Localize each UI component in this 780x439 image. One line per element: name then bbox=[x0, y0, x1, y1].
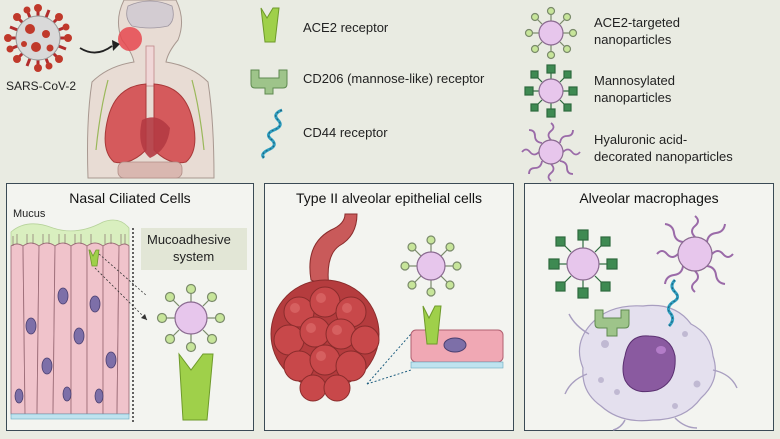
ace2-nanoparticle-icon bbox=[524, 6, 578, 60]
legend-ace2-np-label-1: ACE2-targeted bbox=[594, 15, 680, 30]
virus-label: SARS-CoV-2 bbox=[6, 79, 77, 93]
cd44-receptor-icon bbox=[261, 108, 283, 160]
panel-title-macrophage: Alveolar macrophages bbox=[579, 190, 719, 206]
nasal-ciliated-cells-panel: Nasal Ciliated Cells bbox=[6, 183, 254, 431]
legend-ace2-label: ACE2 receptor bbox=[303, 20, 389, 35]
hyaluronic-nanoparticle-icon bbox=[521, 122, 581, 182]
legend-ace2-np-label-2: nanoparticles bbox=[594, 32, 672, 47]
mannosylated-nanoparticle-icon bbox=[524, 64, 578, 118]
mucoadhesive-label-2: system bbox=[173, 249, 215, 264]
mucus-label: Mucus bbox=[13, 208, 46, 220]
type-ii-alveolar-panel: Type II alveolar epithelial cells bbox=[264, 183, 514, 431]
panel-title-nasal: Nasal Ciliated Cells bbox=[69, 190, 191, 206]
ace2-receptor-icon bbox=[260, 7, 280, 43]
legend-cd206-label: CD206 (mannose-like) receptor bbox=[303, 71, 485, 86]
legend-mannose-np-label-1: Mannosylated bbox=[594, 73, 675, 88]
nasal-epithelium-illustration bbox=[10, 219, 247, 424]
legend-cd44-label: CD44 receptor bbox=[303, 125, 388, 140]
alveoli-illustration bbox=[270, 213, 504, 402]
legend-ha-np-label-1: Hyaluronic acid- bbox=[594, 132, 688, 147]
legend-mannose-np-label-2: nanoparticles bbox=[594, 90, 672, 105]
panel-title-alveolar: Type II alveolar epithelial cells bbox=[296, 190, 482, 206]
legend-ha-np-label-2: decorated nanoparticles bbox=[594, 149, 733, 164]
mucoadhesive-label-1: Mucoadhesive bbox=[147, 232, 231, 247]
macrophage-illustration bbox=[548, 215, 738, 431]
alveolar-macrophages-panel: Alveolar macrophages bbox=[524, 183, 774, 431]
cd206-receptor-icon bbox=[250, 69, 288, 95]
